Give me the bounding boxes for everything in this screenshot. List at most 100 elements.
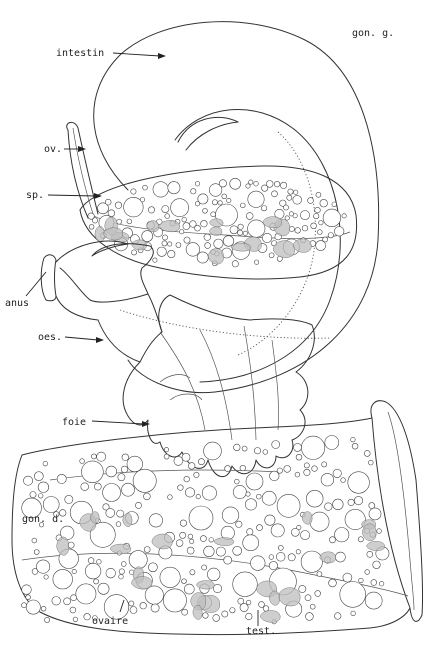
cell	[180, 230, 184, 234]
cell	[288, 554, 295, 561]
cell	[341, 478, 346, 483]
cell	[369, 508, 381, 520]
testis-lobe	[214, 538, 234, 546]
label-intestin: intestin	[56, 48, 104, 59]
cell	[222, 507, 239, 524]
cell	[200, 536, 206, 542]
testis-lobe	[57, 537, 69, 555]
cell	[293, 195, 302, 204]
cell	[132, 250, 137, 255]
cell	[24, 476, 33, 485]
cell	[365, 570, 370, 575]
cell	[151, 604, 159, 612]
cell	[57, 474, 66, 483]
cell	[225, 466, 231, 472]
cell	[182, 453, 190, 461]
cell	[328, 233, 333, 238]
cell	[250, 556, 265, 571]
cell	[280, 182, 286, 188]
cell	[127, 219, 132, 224]
cell	[320, 199, 328, 207]
cell	[238, 230, 243, 235]
cell	[70, 607, 76, 613]
cell	[82, 461, 104, 483]
testis-lobe	[152, 534, 172, 549]
cell	[263, 450, 268, 455]
cell	[144, 547, 150, 553]
cell	[310, 604, 315, 609]
cell	[190, 570, 195, 575]
cell	[271, 524, 284, 537]
cell	[119, 574, 124, 579]
testis-lobe	[160, 220, 180, 231]
cell	[266, 181, 273, 188]
cell	[53, 569, 73, 589]
cell	[168, 495, 173, 500]
cell	[261, 206, 266, 211]
cell	[203, 208, 208, 213]
cell	[118, 474, 125, 481]
cell	[301, 531, 310, 540]
cell	[296, 550, 300, 554]
cell	[245, 499, 256, 510]
cell	[122, 454, 129, 461]
cell	[142, 231, 153, 242]
cell	[335, 528, 349, 542]
cell	[305, 595, 311, 601]
cell	[304, 463, 309, 468]
label-gon-d: gon. d.	[22, 514, 64, 525]
testis-lobe	[263, 217, 282, 228]
cell	[246, 492, 250, 496]
cell	[335, 552, 345, 562]
cell	[148, 563, 157, 572]
cell	[316, 241, 326, 251]
cell	[285, 216, 289, 220]
cell	[168, 250, 175, 257]
cell	[233, 572, 258, 597]
cell	[269, 555, 274, 560]
label-anus: anus	[5, 298, 29, 309]
cell	[135, 502, 141, 508]
leader-intestin	[113, 53, 166, 59]
cell	[289, 226, 294, 231]
cell	[345, 509, 365, 529]
cell	[259, 602, 265, 608]
testis-lobe	[260, 611, 280, 623]
cell	[182, 609, 188, 615]
cell	[34, 472, 43, 481]
cell	[365, 592, 382, 609]
cell	[299, 585, 306, 592]
cell	[97, 559, 102, 564]
cell	[189, 506, 213, 530]
cell	[287, 195, 292, 200]
cell	[164, 454, 169, 459]
cell	[22, 585, 32, 595]
leader-oes	[65, 337, 104, 343]
cell	[262, 233, 271, 242]
cell	[89, 224, 94, 229]
cell	[38, 482, 49, 493]
cell	[262, 491, 276, 505]
cell	[238, 598, 244, 604]
cell	[198, 459, 204, 465]
cell	[129, 601, 134, 606]
cell	[194, 472, 199, 477]
cell	[333, 499, 344, 510]
testis-lobe	[90, 512, 99, 523]
cell	[315, 591, 321, 597]
cell	[197, 252, 208, 263]
cell	[88, 558, 94, 564]
cell	[205, 243, 211, 249]
leader-foie	[92, 421, 150, 427]
label-foie: foie	[62, 417, 86, 428]
testis-lobe	[320, 552, 336, 563]
testis-lobe	[362, 524, 376, 541]
cell	[302, 225, 308, 231]
cell	[246, 184, 250, 188]
cell	[322, 462, 327, 467]
cell	[209, 538, 214, 543]
cell	[41, 606, 46, 611]
cell	[368, 460, 373, 465]
cell	[246, 213, 253, 220]
cell	[148, 207, 154, 213]
